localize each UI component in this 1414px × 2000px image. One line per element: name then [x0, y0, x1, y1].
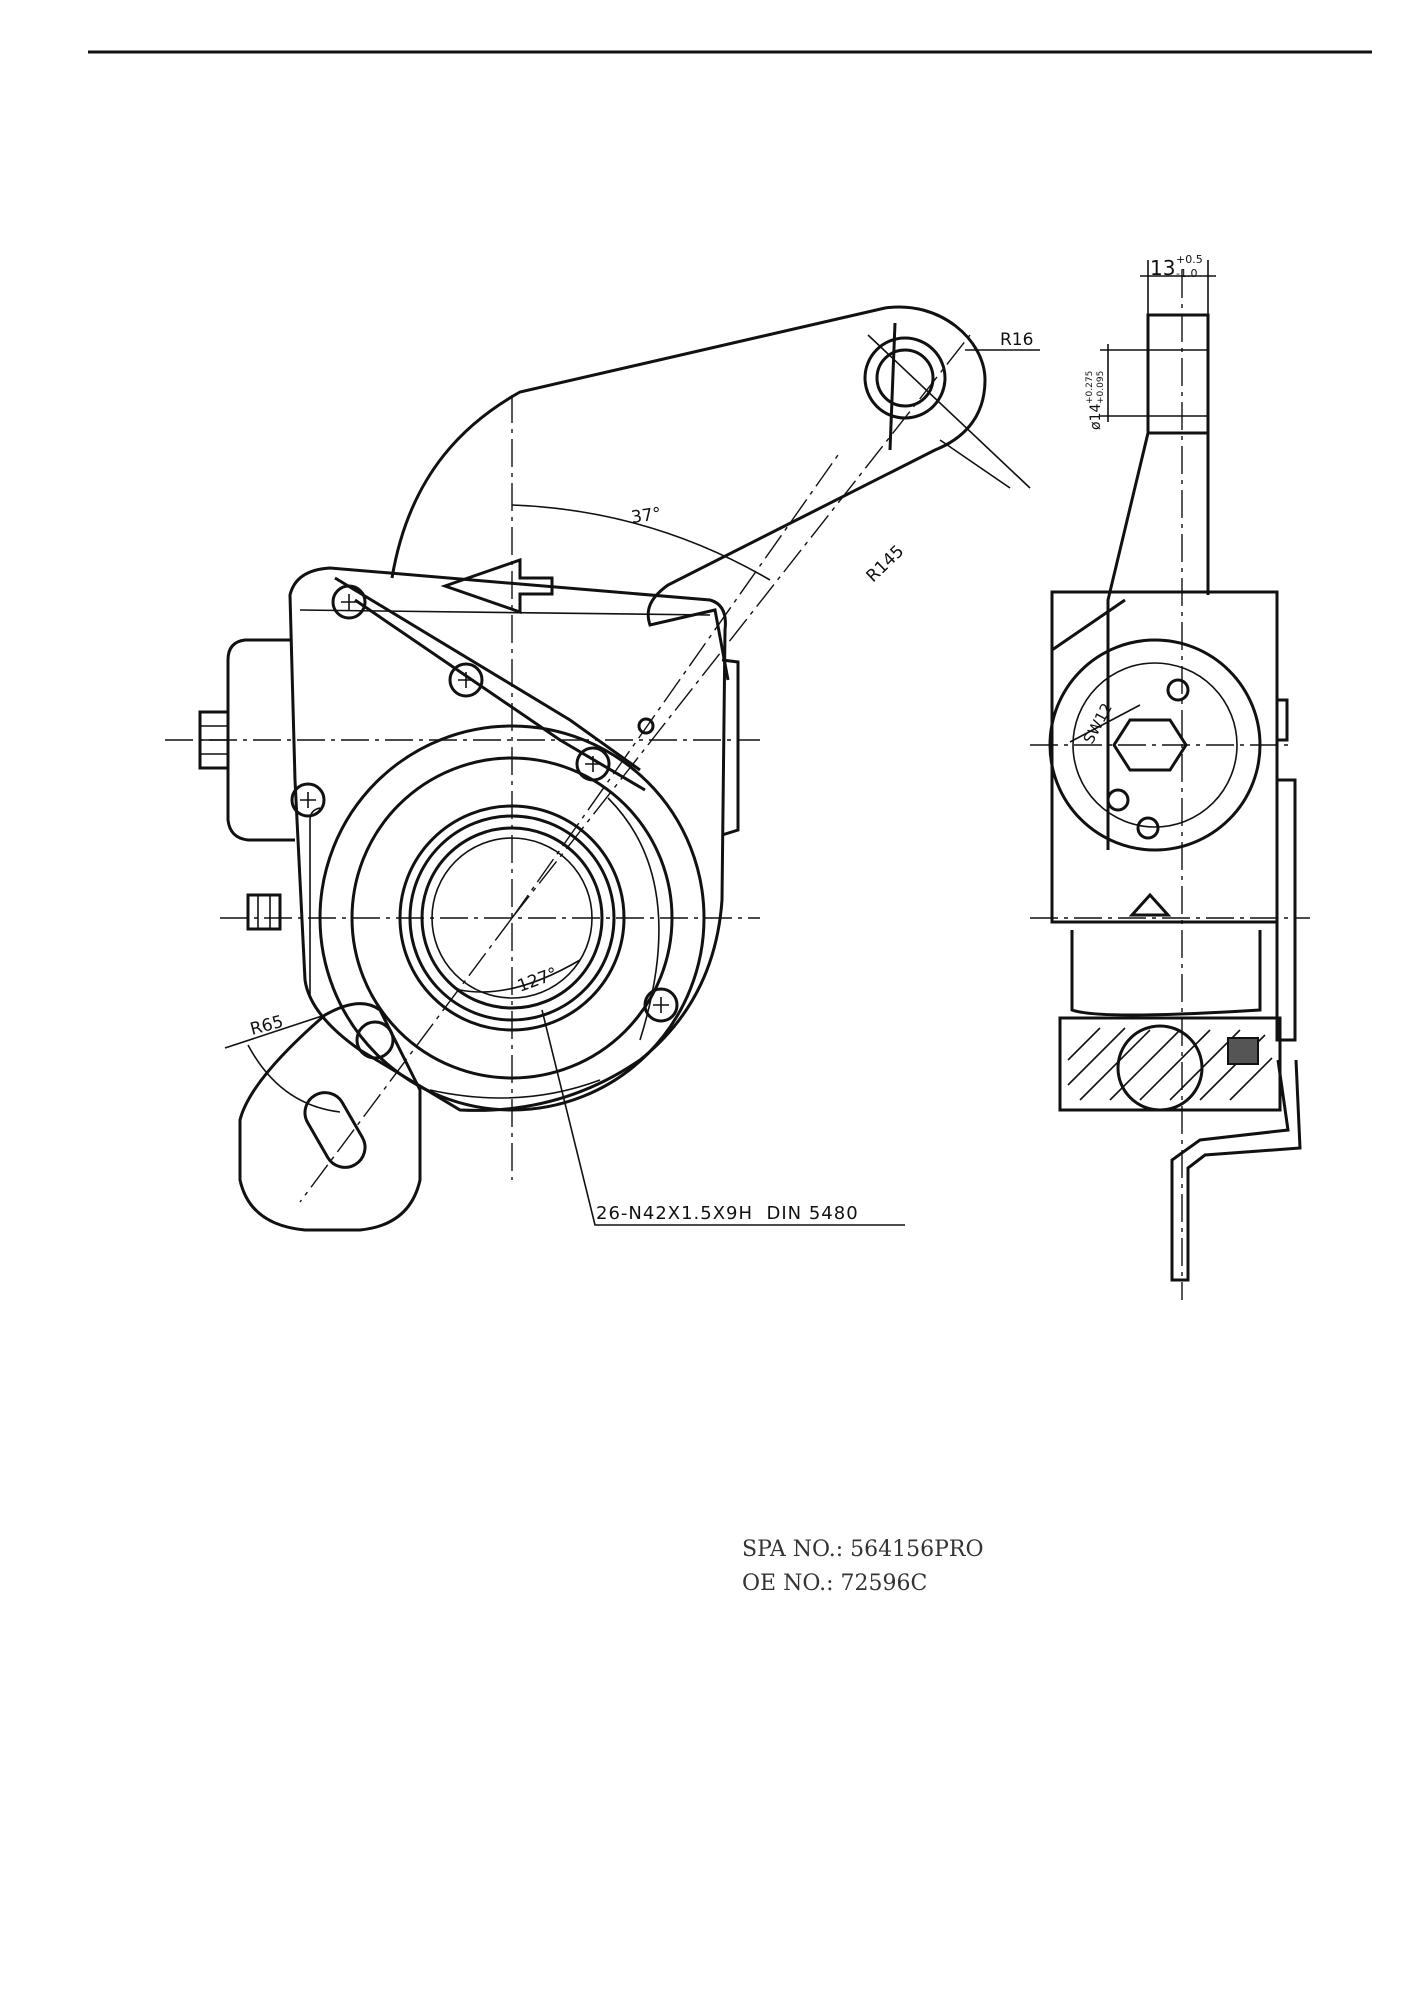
dim-width-13-tol-up: +0.5: [1176, 253, 1203, 266]
dim-r65: R65: [248, 1012, 285, 1040]
screw-icons: [290, 584, 679, 1023]
dim-dia-14-tol-up: +0.275: [1085, 371, 1095, 404]
dim-angle-127: 127°: [515, 964, 560, 997]
dim-spline: 26-N42X1.5X9H DIN 5480: [596, 1203, 859, 1224]
dim-width-13: 13: [1150, 256, 1175, 280]
dim-r145: R145: [863, 541, 909, 586]
spa-number: SPA NO.: 564156PRO: [742, 1537, 984, 1562]
oe-number: OE NO.: 72596C: [742, 1571, 928, 1596]
dim-width-13-tol-dn: -1.0: [1176, 267, 1197, 280]
front-view: [165, 305, 1040, 1232]
side-view: [1030, 260, 1310, 1300]
dim-sw12: SW12: [1080, 700, 1116, 747]
dim-dia-14-group: ø14 +0.275 +0.095: [1085, 371, 1106, 430]
dim-r16: R16: [1000, 330, 1033, 350]
dim-angle-37: 37°: [630, 504, 663, 528]
dim-dia-14: ø14: [1088, 404, 1104, 430]
dim-dia-14-tol-dn: +0.095: [1096, 371, 1106, 404]
